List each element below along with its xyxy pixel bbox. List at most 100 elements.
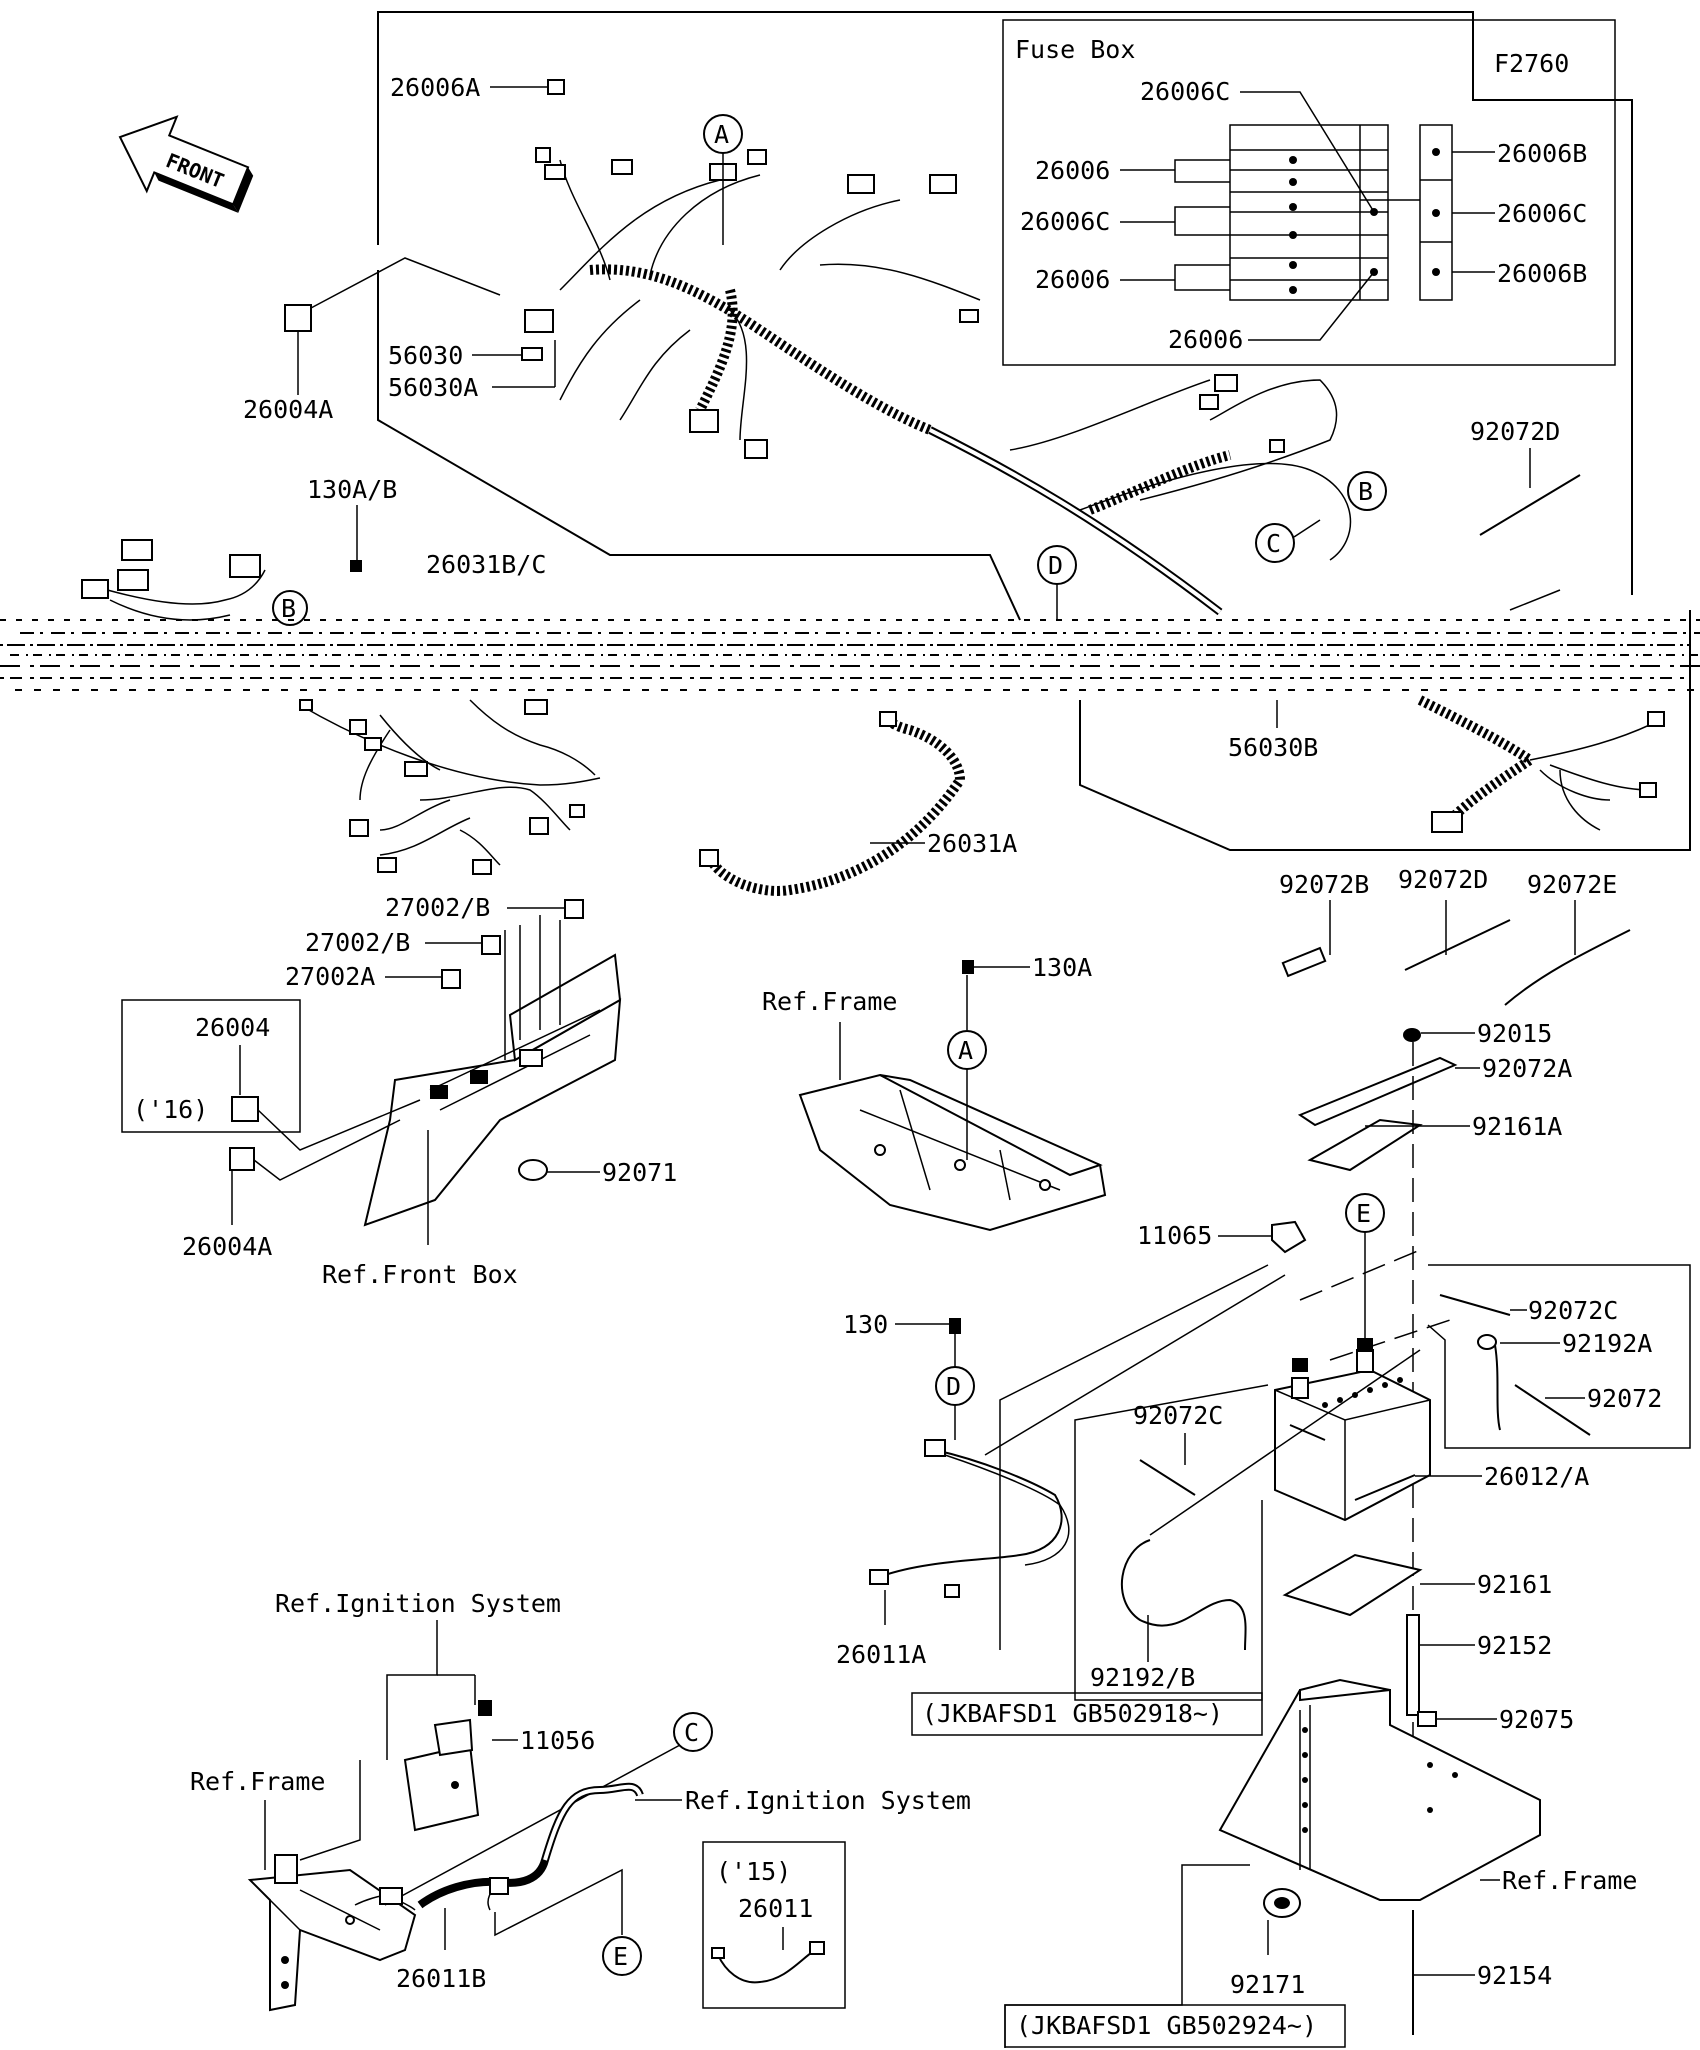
connector-26004a-top <box>284 304 312 332</box>
label-92072: 92072 <box>1587 1384 1662 1413</box>
label-26004a-top: 26004A <box>243 395 333 424</box>
cap-11065 <box>1271 1220 1307 1254</box>
bracket-92075 <box>1417 1711 1437 1727</box>
label-130ab: 130A/B <box>307 475 397 504</box>
ref-ignition-system-1: Ref.Ignition System <box>275 1589 561 1618</box>
fuse-label-26006-a: 26006 <box>1035 156 1110 185</box>
label-26011: 26011 <box>738 1894 813 1923</box>
relay-27002a <box>441 969 461 989</box>
fuse-label-26006c-left: 26006C <box>1020 207 1110 236</box>
pad-92161a <box>1307 1118 1423 1172</box>
relay-27002b-1 <box>564 899 584 919</box>
label-92071: 92071 <box>602 1158 677 1187</box>
label-92154: 92154 <box>1477 1961 1552 1990</box>
label-26006a: 26006A <box>390 73 480 102</box>
frame-left <box>247 1854 417 2012</box>
front-box <box>363 915 622 1227</box>
main-wiring-harness <box>524 147 1352 616</box>
label-56030a: 56030A <box>388 373 478 402</box>
battery-tray-frame <box>1218 1678 1541 1901</box>
label-26011a: 26011A <box>836 1640 926 1669</box>
ref-ignition-system-2: Ref.Ignition System <box>685 1786 971 1815</box>
fuse-label-26006-b: 26006 <box>1035 265 1110 294</box>
main-harness-frame <box>377 11 1691 851</box>
svg-text:A: A <box>958 1036 973 1065</box>
fuse-label-26006b-top: 26006B <box>1497 139 1587 168</box>
callout-a-top: A <box>703 114 743 245</box>
label-130: 130 <box>843 1310 888 1339</box>
ref-front-box: Ref.Front Box <box>322 1260 518 1289</box>
label-92072d-top: 92072D <box>1470 417 1560 446</box>
cable-tie-92072d-top <box>1479 474 1581 536</box>
cable-92192b <box>1121 1539 1247 1651</box>
connector-26004a-bottom <box>229 1147 255 1171</box>
svg-text:A: A <box>714 120 729 149</box>
ignition-bracket <box>403 1718 480 1832</box>
inset-cable-ties-right: 92072C 92192A 92072 <box>1427 1264 1691 1449</box>
label-92072c-right: 92072C <box>1528 1296 1618 1325</box>
label-26011b: 26011B <box>396 1964 486 1993</box>
label-92152: 92152 <box>1477 1631 1552 1660</box>
callout-e-bottom: E <box>494 1868 642 1976</box>
callout-a-mid: A <box>947 1030 987 1160</box>
label-26031bc: 26031B/C <box>426 550 546 579</box>
cable-tie-92072c-left <box>1139 1459 1196 1496</box>
label-92161a: 92161A <box>1472 1112 1562 1141</box>
clip-92171 <box>1263 1888 1301 1918</box>
callout-b-left: B <box>272 590 308 626</box>
callout-d-mid: D <box>935 1366 975 1440</box>
label-27002b-1: 27002/B <box>385 893 490 922</box>
harness-26031bc <box>81 539 266 621</box>
frame-mid <box>798 1073 1107 1232</box>
diagram-code: F2760 <box>1494 49 1569 78</box>
svg-text:D: D <box>1048 551 1063 580</box>
battery-26012a <box>1274 1338 1431 1522</box>
callout-e-battery: E <box>1345 1193 1385 1350</box>
rod-92152 <box>1406 1614 1420 1716</box>
svg-text:C: C <box>684 1718 699 1747</box>
fuse-box-inset: Fuse Box 26006C 26006 26006C <box>1002 19 1616 366</box>
label-11065: 11065 <box>1137 1221 1212 1250</box>
label-56030b: 56030B <box>1228 733 1318 762</box>
grommet-92071 <box>518 1159 548 1181</box>
harness-26031a <box>699 711 966 896</box>
label-92171: 92171 <box>1230 1970 1305 1999</box>
svg-text:E: E <box>1356 1199 1371 1228</box>
cable-26011b <box>354 1782 644 1911</box>
label-92075: 92075 <box>1499 1705 1574 1734</box>
label-130a: 130A <box>1032 953 1092 982</box>
fuse-label-26006b-bottom: 26006B <box>1497 259 1587 288</box>
inset-26004-2016: 26004 ('16) <box>121 999 301 1133</box>
relay-27002b-2 <box>481 935 501 955</box>
svg-text:B: B <box>281 594 296 623</box>
label-26004a-bottom: 26004A <box>182 1232 272 1261</box>
cable-tie-92072d <box>1404 919 1511 971</box>
nut-92015 <box>1403 1028 1421 1042</box>
part-56030 <box>521 347 543 361</box>
harness-lower-left <box>299 699 601 875</box>
callout-b-top: B <box>1347 471 1387 511</box>
svg-text:B: B <box>1358 477 1373 506</box>
label-56030: 56030 <box>388 341 463 370</box>
fuse-label-26006-bottom: 26006 <box>1168 325 1243 354</box>
label-92072a: 92072A <box>1482 1054 1572 1083</box>
scan-noise-band <box>0 619 1700 691</box>
pad-92161 <box>1282 1553 1423 1617</box>
callout-c-bottom: C <box>384 1712 713 1906</box>
front-arrow-icon: FRONT <box>118 115 254 213</box>
fuse-label-26006c-top: 26006C <box>1140 77 1230 106</box>
label-26031a: 26031A <box>927 829 1017 858</box>
label-92192b: 92192/B <box>1090 1663 1195 1692</box>
svg-text:E: E <box>613 1942 628 1971</box>
harness-lower-right <box>1417 695 1665 833</box>
inset-92192b: 92072C 92192/B (JKBAFSD1 GB502918~) <box>911 1264 1421 1736</box>
serial-jkbafsd1-gb502918: (JKBAFSD1 GB502918~) <box>922 1699 1223 1728</box>
ref-frame-left: Ref.Frame <box>190 1767 325 1796</box>
label-26012a: 26012/A <box>1484 1462 1589 1491</box>
label-27002a: 27002A <box>285 962 375 991</box>
bolt-130a <box>962 960 974 974</box>
fuse-box-title: Fuse Box <box>1015 35 1135 64</box>
label-92072d: 92072D <box>1398 865 1488 894</box>
label-92072c-left: 92072C <box>1133 1401 1223 1430</box>
inset-26011-2015: ('15) 26011 <box>702 1841 846 2009</box>
